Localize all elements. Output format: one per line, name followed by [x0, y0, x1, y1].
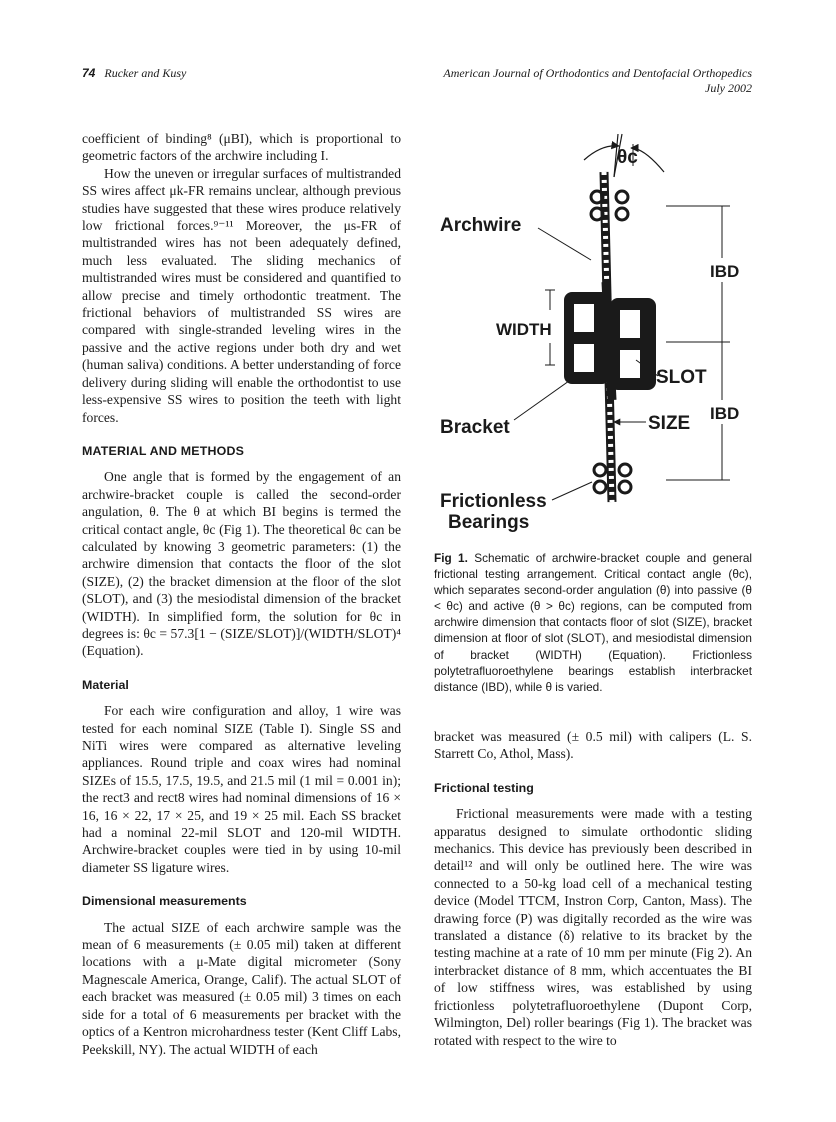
- figure-1-schematic: θc: [434, 132, 752, 542]
- frictionless-label: Frictionless: [440, 491, 547, 512]
- paragraph: How the uneven or irregular surfaces of …: [82, 165, 401, 425]
- subsection-heading: Dimensional measurements: [82, 894, 247, 909]
- header-date: July 2002: [705, 81, 752, 95]
- schematic-svg: θc: [440, 133, 744, 533]
- figure-caption: Fig 1. Schematic of archwire-bracket cou…: [434, 550, 752, 695]
- size-label: SIZE: [648, 413, 690, 434]
- bracket-label: Bracket: [440, 417, 510, 438]
- theta-wire-line: [613, 133, 623, 178]
- header-right: American Journal of Orthodontics and Den…: [443, 66, 752, 96]
- top-bearings: [589, 189, 630, 222]
- width-label: WIDTH: [496, 320, 552, 339]
- theta-c-label: θc: [617, 147, 638, 168]
- slot-label: SLOT: [656, 367, 707, 388]
- header-journal: American Journal of Orthodontics and Den…: [443, 66, 752, 80]
- subsection-heading: Material: [82, 677, 129, 692]
- header-left: 74 Rucker and Kusy: [82, 66, 186, 81]
- paragraph: One angle that is formed by the engageme…: [82, 469, 401, 659]
- section-heading: MATERIAL AND METHODS: [82, 443, 245, 458]
- header-authors: Rucker and Kusy: [104, 66, 187, 80]
- bracket: [564, 281, 656, 401]
- subsection-heading: Frictional testing: [434, 780, 534, 795]
- archwire-label: Archwire: [440, 215, 521, 236]
- paragraph: coefficient of binding⁸ (μBI), which is …: [82, 131, 401, 164]
- left-column: coefficient of binding⁸ (μBI), which is …: [82, 130, 401, 1058]
- bearings-label: Bearings: [448, 512, 529, 533]
- bottom-bearings: [592, 462, 633, 495]
- caption-label: Fig 1.: [434, 551, 468, 565]
- paragraph: The actual SIZE of each archwire sample …: [82, 919, 401, 1057]
- caption-text: Schematic of archwire-bracket couple and…: [434, 551, 753, 694]
- paragraph: bracket was measured (± 0.5 mil) with ca…: [434, 729, 752, 762]
- page-number: 74: [82, 66, 96, 80]
- paragraph: Frictional measurements were made with a…: [434, 806, 752, 1048]
- ibd-top-label: IBD: [710, 262, 739, 281]
- paragraph: For each wire configuration and alloy, 1…: [82, 703, 401, 875]
- theta-arc-left: [583, 140, 620, 161]
- right-column: bracket was measured (± 0.5 mil) with ca…: [434, 728, 752, 1049]
- ibd-bottom-label: IBD: [710, 404, 739, 423]
